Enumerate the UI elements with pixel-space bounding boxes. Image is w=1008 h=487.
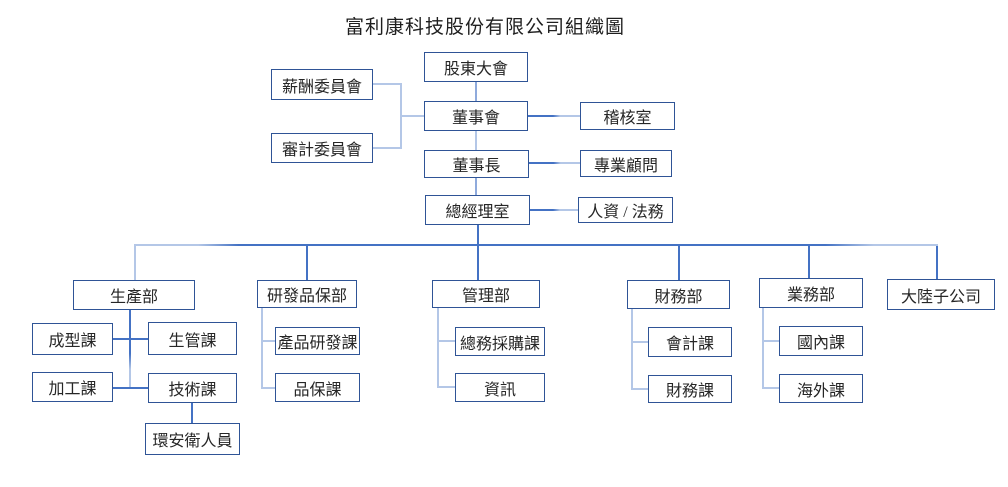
node-technical-section: 技術課 [148, 373, 237, 403]
node-china-subsidiary: 大陸子公司 [887, 279, 995, 310]
node-general-manager-office: 總經理室 [425, 195, 530, 225]
node-admin-dept: 管理部 [432, 280, 540, 308]
node-treasury-section: 財務課 [648, 375, 732, 403]
connector-finance-accounting [633, 341, 648, 343]
connector-dist-finance [678, 246, 680, 280]
connector-admin-trunk [437, 308, 439, 388]
node-chairman: 董事長 [424, 150, 529, 178]
connector-committees-board [400, 115, 424, 117]
chart-title: 富利康科技股份有限公司組織圖 [344, 17, 625, 38]
connector-molding-prodcontrol [113, 338, 148, 340]
node-it-section: 資訊 [455, 373, 545, 402]
connector-distribution-line [134, 244, 938, 246]
node-hr-legal: 人資 / 法務 [578, 197, 673, 223]
node-professional-consultant: 專業顧問 [580, 150, 672, 177]
node-finance-dept: 財務部 [627, 280, 730, 309]
connector-audit-committee-stub [373, 147, 402, 149]
connector-shareholders-board [475, 82, 477, 101]
connector-admin-gaproc [439, 340, 455, 342]
connector-dist-china-sub [936, 246, 938, 279]
node-production-dept: 生產部 [73, 280, 195, 310]
connector-gm-admin-dept [477, 225, 479, 280]
node-compensation-committee: 薪酬委員會 [271, 69, 373, 100]
node-audit-office: 稽核室 [580, 102, 675, 130]
connector-chairman-consultant [529, 162, 580, 164]
connector-finance-trunk [631, 309, 633, 390]
node-sales-dept: 業務部 [759, 278, 863, 308]
connector-sales-trunk [762, 308, 764, 389]
connector-board-audit-office [528, 115, 580, 117]
connector-rdqa-trunk [261, 308, 263, 389]
connector-processing-technical [113, 387, 148, 389]
connector-gm-hr-legal [530, 209, 578, 211]
node-shareholders-meeting: 股東大會 [424, 52, 528, 82]
connector-compensation-stub [373, 83, 402, 85]
connector-technical-ehs [191, 403, 193, 423]
node-processing-section: 加工課 [32, 372, 113, 402]
node-product-rd-section: 產品研發課 [275, 327, 360, 355]
connector-finance-treasury [633, 388, 648, 390]
node-molding-section: 成型課 [32, 323, 113, 355]
node-board-of-directors: 董事會 [424, 101, 528, 131]
node-accounting-section: 會計課 [648, 327, 732, 357]
connector-sales-overseas [764, 387, 779, 389]
connector-dist-sales [808, 246, 810, 278]
connector-sales-domestic [764, 340, 779, 342]
connector-dist-production [134, 246, 136, 280]
node-production-control-section: 生管課 [148, 322, 237, 355]
connector-rdqa-qa [263, 387, 275, 389]
connector-chairman-gm [475, 178, 477, 195]
node-overseas-section: 海外課 [779, 374, 863, 403]
connector-board-chairman [475, 131, 477, 150]
connector-production-trunk [129, 310, 131, 389]
node-general-affairs-procurement-section: 總務採購課 [455, 327, 545, 356]
connector-rdqa-productrd [263, 340, 275, 342]
connector-admin-it [439, 386, 455, 388]
node-rd-qa-dept: 研發品保部 [257, 280, 357, 308]
node-audit-committee: 審計委員會 [271, 133, 373, 163]
connector-dist-rdqa [306, 246, 308, 280]
node-ehs-staff: 環安衛人員 [145, 423, 240, 455]
node-qa-section: 品保課 [275, 373, 360, 402]
node-domestic-section: 國內課 [779, 326, 863, 356]
